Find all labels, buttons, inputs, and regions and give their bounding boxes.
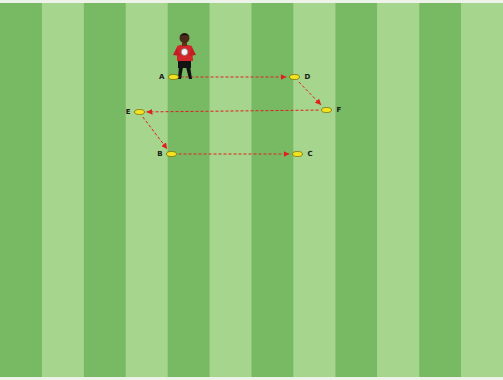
pitch-stripe — [377, 3, 419, 377]
cone-marker: F — [321, 107, 332, 113]
cone-shape — [168, 74, 179, 80]
pitch-stripe — [0, 3, 42, 377]
cone-shape — [166, 151, 177, 157]
pitch-stripe — [419, 3, 461, 377]
cone-letter: A — [159, 74, 164, 81]
cone-letter: C — [308, 151, 313, 158]
dashed-arrow — [179, 154, 290, 155]
cone-shape — [292, 151, 303, 157]
cone-marker: C — [292, 151, 303, 157]
dashed-arrow — [181, 77, 287, 78]
pitch-stripe — [84, 3, 126, 377]
cone-letter: F — [337, 107, 342, 114]
cone-shape — [321, 107, 332, 113]
player — [173, 33, 196, 79]
cone-letter: E — [126, 109, 131, 116]
dashed-arrow — [299, 82, 321, 105]
pitch-stripe — [42, 3, 84, 377]
cone-letter: D — [305, 74, 311, 81]
pitch-stripe — [252, 3, 294, 377]
cone-shape — [289, 74, 300, 80]
cone-marker: B — [166, 151, 177, 157]
cone-body — [134, 110, 144, 115]
dashed-arrow — [147, 110, 319, 112]
pitch-stripe — [335, 3, 377, 377]
pitch-stripe — [126, 3, 168, 377]
pitch-stripe — [210, 3, 252, 377]
cone-body — [289, 75, 299, 80]
cone-marker: D — [289, 74, 300, 80]
pitch-stripe — [293, 3, 335, 377]
pitch-stripe — [168, 3, 210, 377]
cone-body — [168, 75, 178, 80]
dashed-arrow — [143, 117, 167, 149]
cone-body — [321, 108, 331, 113]
cone-body — [166, 152, 176, 157]
cone-letter: B — [157, 151, 162, 158]
pitch-stripe — [461, 3, 503, 377]
cone-marker: A — [168, 74, 179, 80]
cone-shape — [134, 109, 145, 115]
cone-marker: E — [134, 109, 145, 115]
cone-body — [292, 152, 302, 157]
